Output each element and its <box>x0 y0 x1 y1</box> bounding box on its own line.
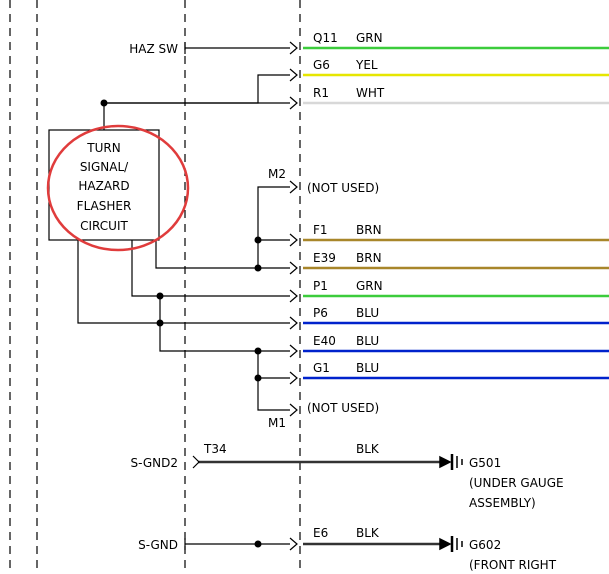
splice-point <box>254 540 262 548</box>
pin-q11: Q11 <box>313 31 338 45</box>
ground-symbols <box>439 454 463 552</box>
module-line-5: CIRCUIT <box>80 219 128 233</box>
p1-to-e40-wire <box>159 296 290 352</box>
pin-p1: P1 <box>313 279 328 293</box>
pin-e40: E40 <box>313 334 336 348</box>
ground-wires-heavy <box>198 460 440 546</box>
pin-labels: Q11 GRN G6 YEL R1 WHT M2 (NOT USED) F1 B… <box>268 31 385 430</box>
ground-g501-location-1: (UNDER GAUGE <box>469 476 564 490</box>
color-g6: YEL <box>355 58 378 72</box>
color-e40: BLU <box>356 334 379 348</box>
connector-chevron <box>289 233 298 247</box>
harness-wires <box>303 46 609 380</box>
splice-point <box>254 347 262 355</box>
splice-point <box>156 292 164 300</box>
color-g1: BLU <box>356 361 379 375</box>
connector-chevron <box>289 316 298 330</box>
module-to-p1-wire <box>131 240 290 297</box>
pin-p6: P6 <box>313 306 328 320</box>
note-m1: (NOT USED) <box>307 401 379 415</box>
splice-point <box>100 99 108 107</box>
splice-point <box>254 236 262 244</box>
ground-labels: T34 BLK G501 (UNDER GAUGE ASSEMBLY) E6 B… <box>203 442 564 572</box>
wire-t34-color: BLK <box>356 442 380 456</box>
connector-chevron <box>289 261 298 275</box>
color-q11: GRN <box>356 31 383 45</box>
s-gnd2-label: S-GND2 <box>130 456 178 470</box>
connector-chevron <box>289 344 298 358</box>
connector-chevron <box>289 537 298 551</box>
e40-to-m1-wire <box>257 351 290 411</box>
highlight-circle <box>46 124 190 252</box>
g6-feed-wire <box>104 74 290 104</box>
connector-chevron <box>289 96 298 110</box>
module-line-1: TURN <box>86 141 120 155</box>
boundary-lines <box>9 0 301 574</box>
color-p1: GRN <box>356 279 383 293</box>
module-to-e39-wire <box>155 240 258 269</box>
pin-f1: F1 <box>313 223 328 237</box>
connector-chevron <box>289 68 298 82</box>
pin-g6: G6 <box>313 58 330 72</box>
connector-chevron <box>192 455 200 469</box>
ground-g501-location-2: ASSEMBLY) <box>469 496 536 510</box>
splice-point <box>254 374 262 382</box>
connector-e6: E6 <box>313 526 328 540</box>
color-e39: BRN <box>356 251 382 265</box>
connector-chevron <box>289 41 298 55</box>
ground-g602-location-1: (FRONT RIGHT <box>469 558 557 572</box>
pin-e39: E39 <box>313 251 336 265</box>
module-line-4: FLASHER <box>77 199 132 213</box>
ground-symbol-g602-icon <box>439 536 463 552</box>
connector-chevron <box>289 289 298 303</box>
flasher-module-box <box>48 129 160 241</box>
flasher-module-label: TURN SIGNAL/ HAZARD FLASHER CIRCUIT <box>77 141 132 233</box>
connector-chevron <box>289 403 298 417</box>
ground-g602: G602 <box>469 538 501 552</box>
module-to-p6-wire <box>77 240 290 324</box>
pin-r1: R1 <box>313 86 329 100</box>
ground-symbol-g501-icon <box>439 454 463 470</box>
pin-g1: G1 <box>313 361 330 375</box>
color-p6: BLU <box>356 306 379 320</box>
haz-sw-label: HAZ SW <box>129 42 178 56</box>
s-gnd-label: S-GND <box>138 538 178 552</box>
wire-e6-color: BLK <box>356 526 380 540</box>
splice-points <box>100 99 262 548</box>
color-f1: BRN <box>356 223 382 237</box>
connector-chevron <box>289 371 298 385</box>
connector-t34: T34 <box>203 442 227 456</box>
note-m2: (NOT USED) <box>307 181 379 195</box>
m2-wire <box>257 186 290 268</box>
module-line-3: HAZARD <box>78 179 129 193</box>
pin-m1: M1 <box>268 416 286 430</box>
splice-point <box>156 319 164 327</box>
connector-chevron <box>289 180 298 194</box>
connector-chevrons <box>184 41 298 551</box>
splice-point <box>254 264 262 272</box>
module-line-2: SIGNAL/ <box>80 160 129 174</box>
ground-g501: G501 <box>469 456 501 470</box>
pin-m2: M2 <box>268 167 286 181</box>
color-r1: WHT <box>356 86 385 100</box>
